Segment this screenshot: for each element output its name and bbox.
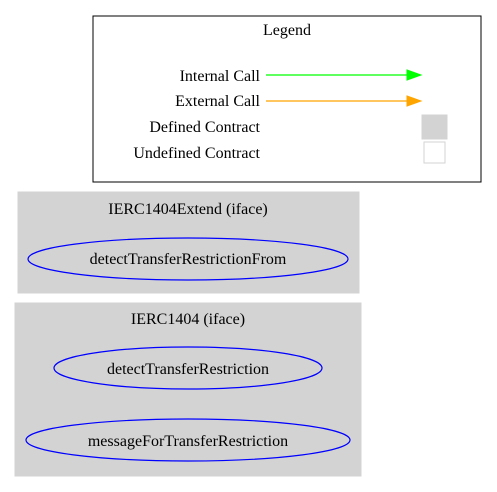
function-node-detect-transfer-restriction-from-label: detectTransferRestrictionFrom [90, 251, 287, 268]
cluster-ierc1404extend-title: IERC1404Extend (iface) [108, 201, 268, 218]
cluster-ierc1404-title: IERC1404 (iface) [131, 311, 245, 328]
legend-title: Legend [263, 22, 311, 39]
function-node-message-for-transfer-restriction-label: messageForTransferRestriction [88, 433, 288, 450]
legend-label-defined-contract: Defined Contract [149, 119, 260, 136]
cluster-ierc1404extend-background [17, 191, 360, 294]
legend-internal-call-arrowhead-icon [406, 69, 423, 81]
function-node-detect-transfer-restriction-from[interactable] [27, 237, 349, 281]
legend-external-call-arrowhead-icon [406, 95, 423, 107]
legend-label-undefined-contract: Undefined Contract [133, 145, 260, 162]
function-node-message-for-transfer-restriction[interactable] [25, 418, 351, 462]
legend: Legend Internal Call External Call Defin… [92, 15, 482, 183]
cluster-ierc1404extend: IERC1404Extend (iface) detectTransferRes… [17, 191, 360, 294]
legend-label-external-call: External Call [175, 93, 260, 110]
legend-label-internal-call: Internal Call [180, 68, 261, 85]
function-node-detect-transfer-restriction[interactable] [53, 346, 323, 390]
legend-undefined-contract-swatch [423, 141, 446, 164]
cluster-ierc1404: IERC1404 (iface) detectTransferRestricti… [14, 302, 362, 477]
function-node-detect-transfer-restriction-label: detectTransferRestriction [107, 361, 269, 378]
legend-defined-contract-swatch [421, 114, 448, 140]
